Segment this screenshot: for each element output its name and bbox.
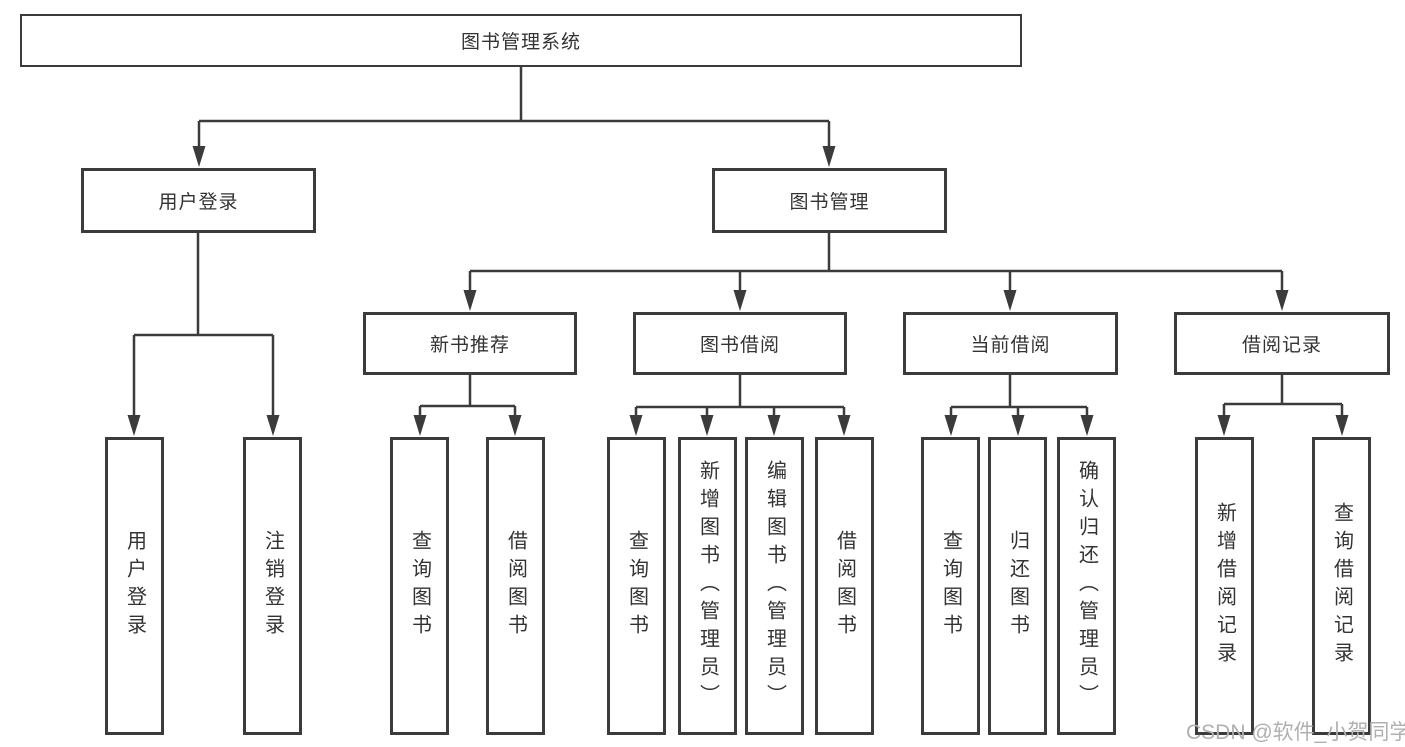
arrowhead-icon	[629, 415, 643, 436]
node-current-borrow: 当前借阅	[903, 312, 1118, 375]
leaf-add-books-admin-label: 新增图书（管理员）	[696, 460, 719, 712]
arrowhead-icon	[944, 415, 958, 436]
node-borrow-records-label: 借阅记录	[1241, 335, 1322, 356]
leaf-query-books-borrow: 查询图书	[607, 437, 666, 735]
arrowhead-icon	[1080, 415, 1094, 436]
node-user-login-label: 用户登录	[158, 192, 239, 213]
node-new-book-recommend: 新书推荐	[363, 312, 577, 375]
arrowhead-icon	[463, 290, 477, 311]
connector-book-mgmt-split	[468, 233, 1284, 295]
node-borrow-records: 借阅记录	[1174, 312, 1390, 375]
node-root: 图书管理系统	[20, 14, 1022, 67]
arrowhead-icon	[837, 415, 851, 436]
node-book-borrow-label: 图书借阅	[699, 335, 780, 356]
leaf-logout: 注销登录	[243, 437, 302, 735]
arrowhead-icon	[1011, 415, 1025, 436]
arrowhead-icon	[733, 290, 747, 311]
node-user-login: 用户登录	[81, 168, 316, 233]
leaf-edit-books-admin-label: 编辑图书（管理员）	[763, 460, 786, 712]
leaf-query-borrow-record: 查询借阅记录	[1312, 437, 1371, 735]
leaf-return-books: 归还图书	[988, 437, 1047, 735]
node-current-borrow-label: 当前借阅	[970, 335, 1051, 356]
arrowhead-icon	[508, 415, 522, 436]
leaf-query-books-current-label: 查询图书	[939, 530, 962, 642]
leaf-user-login: 用户登录	[105, 437, 164, 735]
arrowhead-icon	[822, 146, 836, 167]
arrowhead-icon	[1217, 415, 1231, 436]
arrowhead-icon	[1275, 290, 1289, 311]
csdn-watermark: CSDN @软件_小贺同学	[1186, 721, 1405, 744]
leaf-borrow-books-label: 借阅图书	[833, 530, 856, 642]
leaf-edit-books-admin: 编辑图书（管理员）	[745, 437, 804, 735]
arrowhead-icon	[700, 415, 714, 436]
arrowhead-icon	[1003, 290, 1017, 311]
connector-root-split	[197, 67, 831, 152]
leaf-borrow-books-recommend-label: 借阅图书	[504, 530, 527, 642]
leaf-query-borrow-record-label: 查询借阅记录	[1330, 502, 1353, 670]
leaf-confirm-return-admin: 确认归还（管理员）	[1057, 437, 1116, 735]
leaf-add-books-admin: 新增图书（管理员）	[678, 437, 737, 735]
arrowhead-icon	[127, 415, 141, 436]
leaf-add-borrow-record-label: 新增借阅记录	[1213, 502, 1236, 670]
arrowhead-icon	[767, 415, 781, 436]
leaf-query-books-recommend-label: 查询图书	[408, 530, 431, 642]
leaf-confirm-return-admin-label: 确认归还（管理员）	[1075, 460, 1098, 712]
node-book-management: 图书管理	[712, 168, 947, 233]
connector-recommend-split	[418, 375, 517, 420]
arrowhead-group	[127, 146, 1349, 436]
connector-current-split	[949, 375, 1089, 420]
leaf-return-books-label: 归还图书	[1006, 530, 1029, 642]
leaf-query-books-current: 查询图书	[921, 437, 980, 735]
leaf-logout-label: 注销登录	[261, 530, 284, 642]
leaf-borrow-books-recommend: 借阅图书	[486, 437, 545, 735]
connector-borrow-split	[634, 375, 846, 420]
leaf-user-login-label: 用户登录	[123, 530, 146, 642]
connector-records-split	[1222, 375, 1344, 420]
node-new-book-recommend-label: 新书推荐	[429, 335, 510, 356]
connector-user-login-split	[132, 233, 275, 420]
leaf-add-borrow-record: 新增借阅记录	[1195, 437, 1254, 735]
arrowhead-icon	[266, 415, 280, 436]
node-book-borrow: 图书借阅	[633, 312, 847, 375]
arrowhead-icon	[192, 146, 206, 167]
leaf-query-books-recommend: 查询图书	[390, 437, 449, 735]
node-book-management-label: 图书管理	[789, 192, 870, 213]
leaf-query-books-borrow-label: 查询图书	[625, 530, 648, 642]
node-root-label: 图书管理系统	[460, 32, 581, 53]
leaf-borrow-books: 借阅图书	[815, 437, 874, 735]
arrowhead-icon	[413, 415, 427, 436]
arrowhead-icon	[1335, 415, 1349, 436]
